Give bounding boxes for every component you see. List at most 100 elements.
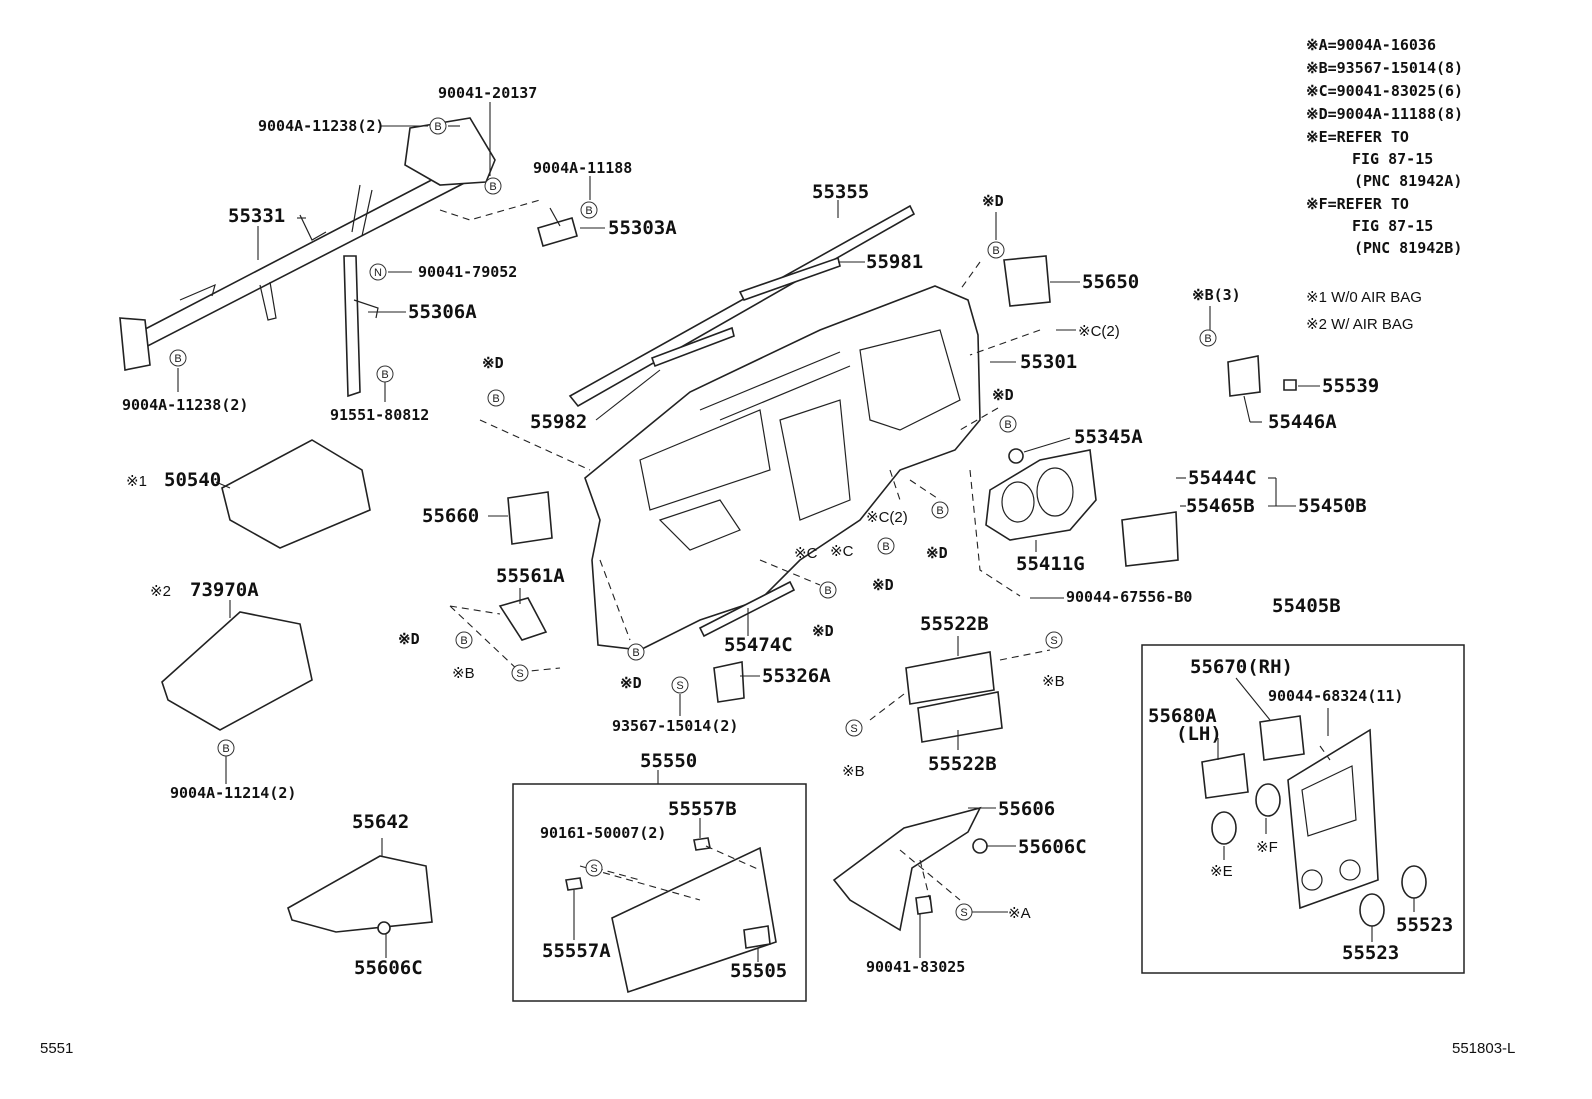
fastener-marker-letter: S (516, 668, 523, 680)
fastener-marker-letter: B (824, 585, 831, 597)
legend-line-f-pnc: (PNC 81942B) (1354, 239, 1462, 257)
label-55446a: 55446A (1268, 411, 1337, 433)
label-55642: 55642 (352, 811, 409, 833)
label-50540: 50540 (164, 469, 221, 491)
label-55557a: 55557A (542, 940, 611, 962)
label-note-a: ※A (1008, 905, 1031, 922)
fastener-marker-letter: B (381, 369, 388, 381)
label-note-c2-mid: ※C(2) (866, 509, 908, 526)
instrument-panel-55301-part (584, 285, 981, 651)
label-note-d-top: ※D (982, 192, 1004, 210)
box-55450b-part (1121, 511, 1179, 567)
variant-note-2: ※2 W/ AIR BAG (1306, 316, 1414, 333)
vent-strip-55981-part (738, 256, 841, 301)
fastener-marker-b-12 (819, 581, 837, 599)
fastener-marker-letter: S (590, 863, 597, 875)
label-9004a-11214: 9004A-11214(2) (170, 784, 296, 802)
fastener-marker-s-14 (511, 664, 529, 682)
fastener-marker-s-18 (845, 719, 863, 737)
label-55557b: 55557B (668, 798, 737, 820)
label-note-b-d1: ※B (452, 665, 475, 682)
label-90161-50007: 90161-50007(2) (540, 824, 666, 842)
label-93567-15014: 93567-15014(2) (612, 717, 738, 735)
label-note-e: ※E (1210, 863, 1233, 880)
leader-lines (177, 102, 1415, 962)
clip-55539-part (1283, 379, 1297, 391)
fastener-marker-b-0 (429, 117, 447, 135)
glove-box-door-part (611, 846, 777, 994)
vent-strip-55982-part (650, 326, 735, 368)
side-vent-55650-part (1003, 255, 1051, 307)
fastener-marker-b-7 (987, 241, 1005, 259)
vent-55680a-part (1201, 753, 1249, 799)
label-55606c-left: 55606C (354, 957, 423, 979)
label-note-d-d1: ※D (398, 630, 420, 648)
label-55981: 55981 (866, 251, 923, 273)
bracket-55303a-part (537, 207, 578, 247)
legend-line-b: ※B=93567-15014(8) (1306, 59, 1463, 77)
label-variant-1: ※1 (126, 473, 147, 490)
screw-90041-83025-part (915, 895, 933, 915)
label-90041-83025: 90041-83025 (866, 958, 965, 976)
label-55411g: 55411G (1016, 553, 1085, 575)
clip-55606c-left-part (377, 921, 391, 935)
fastener-marker-b-5 (376, 365, 394, 383)
fastener-marker-b-11 (931, 501, 949, 519)
strip-55474c-part (698, 580, 796, 638)
fastener-marker-n-3 (369, 263, 387, 281)
bracket-55446a-part (1227, 355, 1261, 397)
label-note-c-b: ※C (830, 543, 854, 560)
fastener-marker-letter: B (222, 743, 229, 755)
fastener-marker-letter: B (1004, 419, 1011, 431)
legend-line-f-fig: FIG 87-15 (1352, 217, 1433, 235)
label-90041-79052: 90041-79052 (418, 263, 517, 281)
label-55355: 55355 (812, 181, 869, 203)
fastener-marker-b-9 (1199, 329, 1217, 347)
stopper-55557b-part (693, 837, 711, 851)
label-9004a-11238-top: 9004A-11238(2) (258, 117, 384, 135)
lock-55505-part (743, 925, 771, 949)
inset-box-55550 (512, 783, 807, 1002)
legend-line-f: ※F=REFER TO (1306, 195, 1409, 213)
vent-55670-part (1259, 715, 1305, 761)
label-55650: 55650 (1082, 271, 1139, 293)
bracket-55326a-part (713, 661, 745, 703)
label-55539: 55539 (1322, 375, 1379, 397)
label-note-d-e1: ※D (620, 674, 642, 692)
label-55331: 55331 (228, 205, 285, 227)
box-55522b-upper-part (905, 651, 995, 705)
fastener-marker-b-13 (455, 631, 473, 649)
fastener-marker-letter: B (460, 635, 467, 647)
ring-e-part (1211, 811, 1237, 845)
label-55306a: 55306A (408, 301, 477, 323)
fastener-marker-b-2 (580, 201, 598, 219)
fastener-marker-b-10 (877, 537, 895, 555)
legend-line-a: ※A=9004A-16036 (1306, 36, 1436, 54)
fastener-marker-s-20 (585, 859, 603, 877)
clip-55345a-part (1008, 448, 1024, 464)
label-variant-2: ※2 (150, 583, 171, 600)
fastener-marker-s-16 (671, 676, 689, 694)
instrument-panel-reinforcement-part (119, 117, 496, 371)
ring-f-part (1255, 783, 1281, 817)
fastener-marker-s-21 (955, 903, 973, 921)
side-vent-55660-part (507, 491, 553, 545)
inset-box-55405b (1141, 644, 1465, 974)
fastener-marker-letter: S (960, 907, 967, 919)
label-note-d-left: ※D (482, 354, 504, 372)
legend-block: ※A=9004A-16036 ※B=93567-15014(8) ※C=9004… (1306, 36, 1463, 333)
stopper-55557a-part (565, 877, 583, 891)
label-55680a: 55680A (1148, 705, 1217, 727)
fastener-marker-letter: B (882, 541, 889, 553)
label-55606: 55606 (998, 798, 1055, 820)
label-note-c2-top: ※C(2) (1078, 323, 1120, 340)
label-55465b: 55465B (1186, 495, 1255, 517)
label-note-c-a: ※C (794, 545, 818, 562)
fastener-marker-b-19 (217, 739, 235, 757)
fastener-marker-letter: B (434, 121, 441, 133)
lower-panel-55606-part (832, 806, 982, 932)
label-55606c-right: 55606C (1018, 836, 1087, 858)
